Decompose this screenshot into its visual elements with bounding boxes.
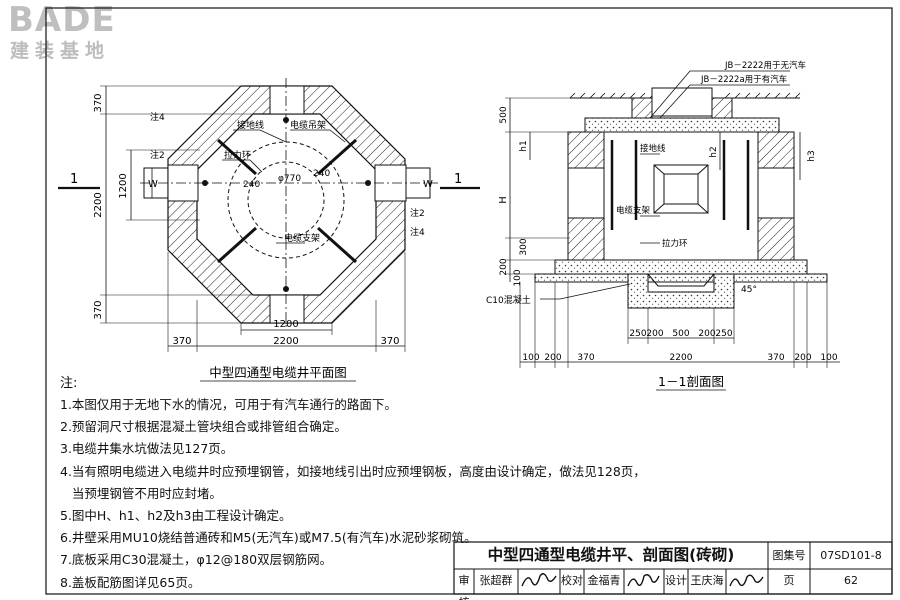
dim-370-top: 370: [93, 93, 104, 112]
dim-250: 250: [629, 329, 646, 339]
dim-100-b: 100: [820, 353, 837, 363]
dim-200-c: 200: [544, 353, 561, 363]
dim-200-a: 200: [646, 329, 663, 339]
note-item: 3.电缆井集水坑做法见127页。: [60, 441, 234, 457]
dim-370-a: 370: [577, 353, 594, 363]
signature-designer: [729, 574, 764, 587]
dim-300: 300: [519, 238, 529, 255]
section-mark-left: 1: [70, 172, 78, 187]
label-cable-hanger: 电缆吊架: [290, 119, 326, 131]
page-label: 页: [783, 574, 795, 587]
logo-subtitle: 建装基地: [10, 40, 111, 62]
signature-reviewer: [521, 573, 557, 587]
bracket-nw: [216, 138, 258, 176]
signature-checker: [627, 574, 660, 587]
label-zhu2-bottom: 注2: [410, 207, 425, 219]
dim-500-h: 500: [672, 329, 689, 339]
bottom-duct-opening: [269, 294, 305, 324]
dim-370-right: 370: [380, 336, 399, 347]
label-jb-2222a: JB－2222a用于有汽车: [700, 74, 787, 85]
design-label: 设计: [665, 574, 687, 587]
label-grounding-line: 接地线: [237, 119, 264, 131]
dim-100-a: 100: [522, 353, 539, 363]
label-cable-bracket: 电缆支架: [284, 232, 320, 244]
label-pull-ring: 拉力环: [224, 149, 251, 161]
label-jb-2222: JB－2222用于无汽车: [724, 60, 806, 71]
label-sec-bracket: 电缆支架: [616, 205, 651, 216]
cover-circle-inner: [247, 161, 325, 239]
dim-100-v: 100: [513, 269, 523, 286]
check-label: 校对: [561, 574, 583, 587]
note-item: 6.井壁采用MU10烧结普通砖和M5(无汽车)或M7.5(有汽车)水泥砂浆砌筑。: [60, 530, 477, 546]
atlas-number: 07SD101-8: [820, 549, 882, 562]
label-c10: C10混凝土: [486, 294, 531, 306]
dim-2200-h: 2200: [273, 336, 298, 347]
bracket-ne: [316, 138, 358, 176]
dim-250-b: 250: [715, 329, 732, 339]
label-w-left: W: [148, 179, 158, 190]
drawing-title: 中型四通型电缆井平、剖面图(砖砌): [487, 546, 735, 564]
note-item: 4.当有照明电缆进入电缆井时应预埋钢管，如接地线引出时应预埋钢板，高度由设计确定…: [60, 463, 646, 479]
note-item: 1.本图仅用于无地下水的情况，可用于有汽车通行的路面下。: [60, 397, 397, 412]
plan-caption: 中型四通型电缆井平面图: [209, 365, 347, 380]
label-h: H: [498, 196, 509, 204]
bracket-se: [316, 226, 358, 264]
cover-circle-outer: [227, 141, 345, 259]
label-h1: h1: [519, 140, 529, 151]
label-zhu4-bottom: 注4: [410, 226, 425, 238]
reviewer-name: 张超群: [479, 574, 513, 587]
checker-name: 金福青: [587, 574, 621, 587]
dim-200-d: 200: [794, 353, 811, 363]
dim-370-left: 370: [172, 336, 191, 347]
dim-2200-v: 2200: [93, 192, 104, 217]
dim-200-v: 200: [499, 258, 509, 275]
title-block: 中型四通型电缆井平、剖面图(砖砌) 图集号 07SD101-8 页 62 审核 …: [454, 542, 892, 600]
note-item: 2.预留洞尺寸根据混凝土管块组合或排管组合确定。: [60, 419, 347, 435]
label-h3: h3: [807, 150, 817, 161]
dim-1200-h: 1200: [273, 319, 298, 330]
note-item: 8.盖板配筋图详见65页。: [60, 574, 201, 590]
dim-370-bottom: 370: [93, 300, 104, 319]
section-mark-right: 1: [454, 172, 462, 187]
page-number: 62: [844, 574, 858, 587]
notes-title: 注:: [60, 376, 78, 391]
notes-list: 1.本图仅用于无地下水的情况，可用于有汽车通行的路面下。 2.预留洞尺寸根据混凝…: [60, 394, 646, 594]
dim-370-b: 370: [767, 353, 784, 363]
dim-2200-s: 2200: [670, 353, 693, 363]
label-w-right: W: [423, 179, 433, 190]
dim-500: 500: [499, 106, 509, 123]
label-240-left: 240: [243, 180, 260, 190]
title-block-grid: [453, 541, 893, 595]
dim-1200-v: 1200: [118, 173, 129, 198]
label-45deg: 45°: [741, 285, 757, 295]
bracket-sw: [216, 226, 258, 264]
atlas-label: 图集号: [772, 549, 806, 562]
designer-name: 王庆海: [690, 574, 724, 587]
dim-200-b: 200: [698, 329, 715, 339]
label-sec-pull-ring: 拉力环: [662, 238, 688, 249]
review-label: 审核: [458, 574, 470, 600]
note-item: 当预埋钢管不用时应封堵。: [60, 485, 222, 501]
label-zhu2-top: 注2: [150, 149, 165, 161]
section-view: JB－2222用于无汽车 JB－2222a用于有汽车 500 h1 H h2 h…: [486, 60, 840, 391]
plan-view: 370 2200 1200 370 W W 1200 370 2200 370 …: [58, 78, 480, 382]
label-h2: h2: [709, 146, 719, 157]
label-zhu4-top: 注4: [150, 111, 165, 123]
section-caption: 1－1剖面图: [658, 374, 724, 389]
label-phi770: φ770: [278, 174, 301, 184]
note-item: 7.底板采用C30混凝土，φ12@180双层钢筋网。: [60, 552, 333, 568]
label-240-right: 240: [313, 169, 330, 179]
top-duct-opening: [269, 85, 305, 115]
label-sec-grounding: 接地线: [640, 143, 666, 154]
note-item: 5.图中H、h1、h2及h3由工程设计确定。: [60, 508, 292, 524]
